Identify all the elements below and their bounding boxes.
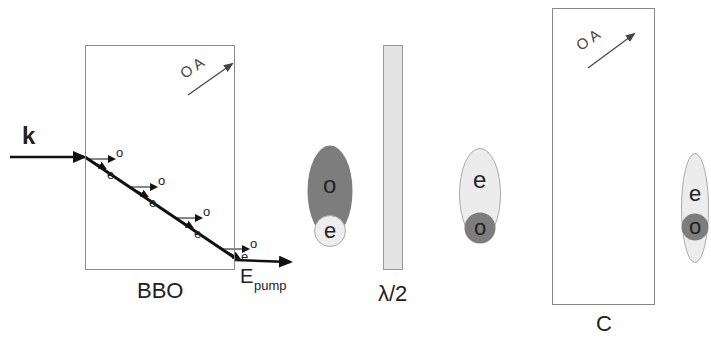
o-beam-profile: o [464,212,496,244]
compensation-crystal-outline [552,8,655,305]
e-polarization-label: e [107,168,114,181]
node-text: o [323,173,336,197]
e-polarization-label: e [194,227,201,240]
o-arrow [130,187,156,188]
node-text: λ/2 [378,283,407,305]
e-arrow [88,159,105,168]
pump-subscript: pump [254,279,287,292]
o-polarization-label: o [250,237,257,250]
optic-axis-label: O A [177,54,206,81]
half-wave-plate: λ/2 [383,45,403,270]
half-wave-plate-outline [383,45,403,270]
o-arrow [175,218,201,219]
node-text: e [324,220,336,242]
node-text: e [689,183,701,205]
node-text: o [474,217,486,239]
e-polarization-label: e [241,250,248,263]
e-beam-profile: eo [681,153,709,263]
o-polarization-label: o [116,146,123,159]
optic-axis-label: O A [573,26,602,53]
o-beam-profile: oe [307,145,353,237]
e-arrow [175,218,192,227]
e-arrow [130,187,147,196]
e-arrow [222,249,239,258]
e-beam-profile-outline [681,153,709,263]
bbo-crystal-outline [85,45,235,270]
bbo-crystal: BBO [85,45,235,270]
k-beam [10,156,84,159]
o-polarization-label: o [158,174,165,187]
node-text: e [473,168,486,192]
walkoff-beam [85,157,235,258]
polarization-arrows [88,159,248,258]
o-polarization-label: o [203,205,210,218]
node-text: C [596,313,612,335]
o-beam-profile: o [681,213,709,241]
e-polarization-label: e [149,196,156,209]
node-text: BBO [137,280,183,302]
o-arrow [88,159,114,160]
node-text: o [689,216,701,238]
wave-vector-label: k [22,124,35,148]
e-beam-profile: e [314,215,346,247]
pump-field-label: E [240,266,253,286]
compensation-crystal: C [552,8,655,305]
e-beam-profile: eo [459,148,501,240]
